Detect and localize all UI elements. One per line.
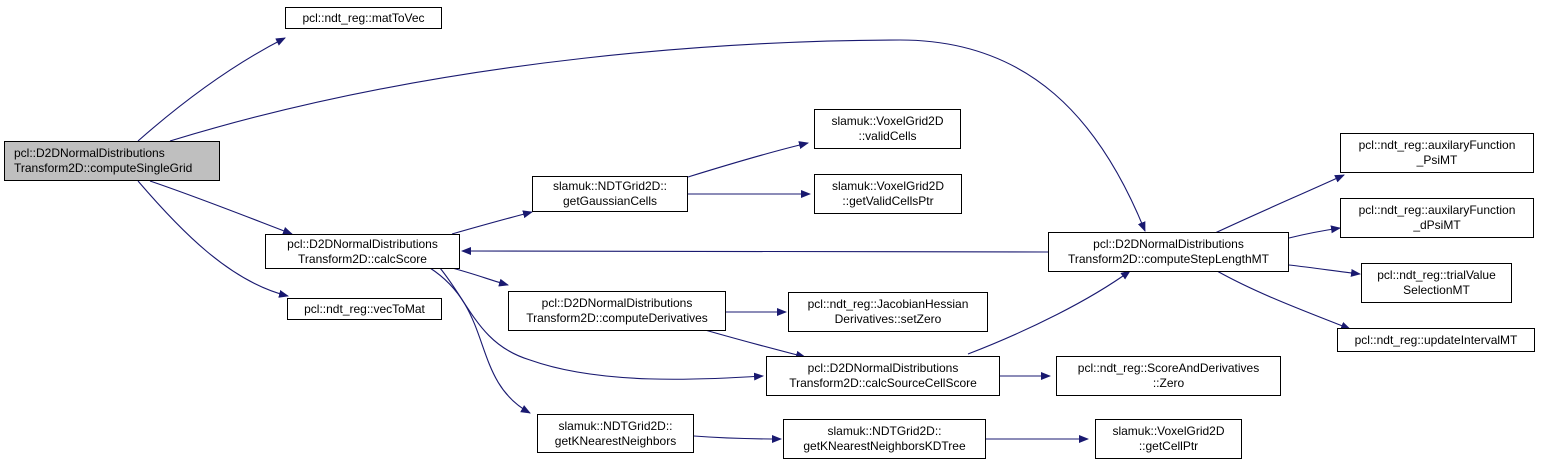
- node-computeDerivatives-line2: Transform2D::computeDerivatives: [526, 311, 708, 325]
- edge-calcScore-computeDerivatives: [451, 267, 509, 287]
- edge-calcSourceCellScore-computeStepLengthMT: [967, 270, 1131, 355]
- node-setZero-line2: Derivatives::setZero: [834, 312, 942, 326]
- node-computeSingleGrid-line2: Transform2D::computeSingleGrid: [14, 161, 193, 175]
- edge-computeStepLengthMT-dPsiMT: [1288, 225, 1341, 239]
- node-computeStepLengthMT-line1: pcl::D2DNormalDistributions: [1093, 237, 1244, 251]
- node-computeStepLengthMT[interactable]: pcl::D2DNormalDistributions Transform2D:…: [1048, 232, 1289, 272]
- node-getKNearestNeighborsKDTree-line2: getKNearestNeighborsKDTree: [803, 439, 966, 453]
- node-setZero-line1: pcl::ndt_reg::JacobianHessian: [807, 297, 969, 311]
- node-getKNearestNeighborsKDTree[interactable]: slamuk::NDTGrid2D:: getKNearestNeighbors…: [783, 419, 986, 459]
- node-scoreZero[interactable]: pcl::ndt_reg::ScoreAndDerivatives ::Zero: [1056, 356, 1281, 396]
- node-getKNearestNeighbors-line2: getKNearestNeighbors: [554, 433, 677, 448]
- node-getGaussianCells-line2: getGaussianCells: [562, 194, 658, 208]
- node-matToVec[interactable]: pcl::ndt_reg::matToVec: [285, 7, 442, 29]
- edge-computeStepLengthMT-calcScore: [461, 247, 1049, 256]
- node-calcSourceCellScore-line1: pcl::D2DNormalDistributions: [807, 361, 959, 375]
- node-trialValue-line2: SelectionMT: [1403, 283, 1470, 297]
- node-getKNearestNeighbors[interactable]: slamuk::NDTGrid2D:: getKNearestNeighbors: [537, 414, 694, 453]
- node-validCells-line2: ::validCells: [858, 129, 917, 143]
- node-getCellPtr-line1: slamuk::VoxelGrid2D: [1112, 424, 1225, 438]
- node-calcSourceCellScore-line2: Transform2D::calcSourceCellScore: [789, 376, 977, 390]
- edge-computeStepLengthMT-trialValue: [1288, 264, 1361, 277]
- edge-computeStepLengthMT-updateInterval: [1216, 270, 1351, 330]
- node-computeSingleGrid-line1: pcl::D2DNormalDistributions: [14, 146, 165, 160]
- edge-computeStepLengthMT-psiMT: [1214, 174, 1345, 234]
- node-psiMT[interactable]: pcl::ndt_reg::auxilaryFunction _PsiMT: [1340, 133, 1534, 173]
- node-getCellPtr[interactable]: slamuk::VoxelGrid2D ::getCellPtr: [1095, 419, 1242, 459]
- node-vecToMat-line1: pcl::ndt_reg::vecToMat: [304, 301, 425, 316]
- node-getKNearestNeighbors-line1: slamuk::NDTGrid2D::: [558, 418, 673, 433]
- edge-computeSingleGrid-calcScore: [149, 180, 293, 235]
- node-dPsiMT-line1: pcl::ndt_reg::auxilaryFunction: [1358, 203, 1516, 217]
- node-computeStepLengthMT-line2: Transform2D::computeStepLengthMT: [1068, 252, 1269, 266]
- edge-computeSingleGrid-matToVec: [137, 37, 286, 142]
- node-psiMT-line1: pcl::ndt_reg::auxilaryFunction: [1358, 138, 1516, 152]
- node-getKNearestNeighborsKDTree-line1: slamuk::NDTGrid2D::: [827, 424, 942, 438]
- node-validCells[interactable]: slamuk::VoxelGrid2D ::validCells: [814, 109, 961, 149]
- node-calcScore[interactable]: pcl::D2DNormalDistributions Transform2D:…: [265, 234, 460, 269]
- edge-calcScore-getKNearestNeighbors: [429, 267, 531, 414]
- node-calcSourceCellScore[interactable]: pcl::D2DNormalDistributions Transform2D:…: [766, 356, 1000, 396]
- node-vecToMat[interactable]: pcl::ndt_reg::vecToMat: [287, 298, 442, 320]
- node-dPsiMT[interactable]: pcl::ndt_reg::auxilaryFunction _dPsiMT: [1340, 198, 1534, 238]
- node-updateInterval[interactable]: pcl::ndt_reg::updateIntervalMT: [1337, 328, 1535, 352]
- edge-computeDerivatives-calcSourceCellScore: [704, 329, 806, 359]
- node-trialValue-line1: pcl::ndt_reg::trialValue: [1377, 268, 1496, 282]
- node-scoreZero-line2: ::Zero: [1152, 376, 1185, 390]
- node-scoreZero-line1: pcl::ndt_reg::ScoreAndDerivatives: [1077, 361, 1260, 375]
- edge-getKNearestNeighbors-getKNearestNeighborsKDTree: [693, 434, 782, 443]
- edge-computeSingleGrid-vecToMat: [137, 180, 289, 298]
- node-dPsiMT-line2: _dPsiMT: [1413, 218, 1461, 232]
- edge-calcScore-getGaussianCells: [451, 210, 533, 235]
- node-getValidCellsPtr-line1: slamuk::VoxelGrid2D: [831, 179, 945, 193]
- node-calcScore-line1: pcl::D2DNormalDistributions: [287, 236, 438, 251]
- node-getValidCellsPtr-line2: ::getValidCellsPtr: [842, 194, 934, 208]
- node-computeDerivatives-line1: pcl::D2DNormalDistributions: [541, 296, 693, 310]
- node-getValidCellsPtr[interactable]: slamuk::VoxelGrid2D ::getValidCellsPtr: [814, 174, 962, 214]
- node-computeDerivatives[interactable]: pcl::D2DNormalDistributions Transform2D:…: [508, 291, 726, 331]
- node-setZero[interactable]: pcl::ndt_reg::JacobianHessian Derivative…: [788, 292, 988, 332]
- node-psiMT-line2: _PsiMT: [1416, 153, 1458, 167]
- node-computeSingleGrid: pcl::D2DNormalDistributions Transform2D:…: [4, 141, 220, 181]
- node-getGaussianCells[interactable]: slamuk::NDTGrid2D:: getGaussianCells: [532, 176, 688, 212]
- edge-computeSingleGrid-computeStepLengthMT: [169, 39, 1146, 232]
- node-validCells-line1: slamuk::VoxelGrid2D: [831, 114, 944, 128]
- edge-getGaussianCells-validCells: [687, 141, 809, 178]
- node-matToVec-line1: pcl::ndt_reg::matToVec: [302, 10, 425, 25]
- node-trialValue[interactable]: pcl::ndt_reg::trialValue SelectionMT: [1361, 263, 1512, 303]
- node-getGaussianCells-line1: slamuk::NDTGrid2D::: [552, 179, 668, 193]
- node-updateInterval-line1: pcl::ndt_reg::updateIntervalMT: [1354, 332, 1518, 347]
- node-getCellPtr-line2: ::getCellPtr: [1138, 439, 1199, 453]
- node-calcScore-line2: Transform2D::calcScore: [298, 251, 427, 266]
